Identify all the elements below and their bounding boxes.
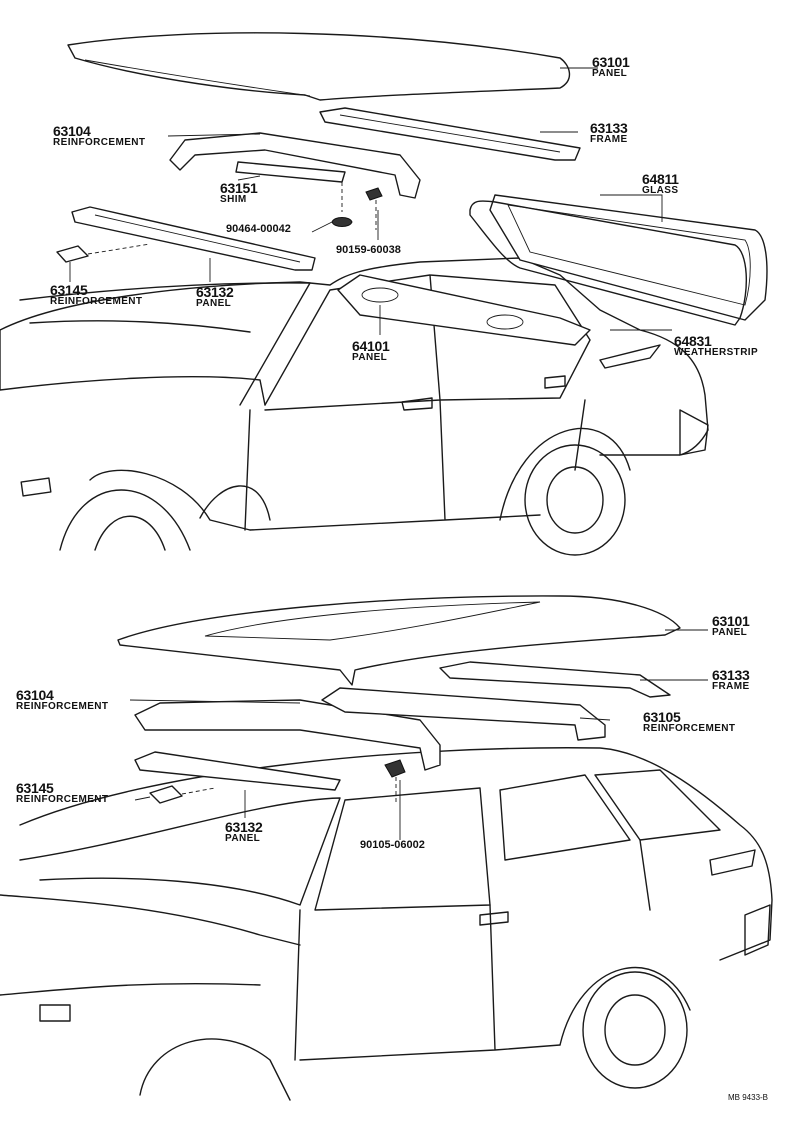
top-weatherstrip <box>469 200 748 326</box>
label-group-63145-top: 63145 REINFORCEMENT <box>50 283 142 307</box>
bottom-roof-panel <box>117 595 681 686</box>
top-reinforcement-63104 <box>169 132 421 199</box>
bottom-frame <box>439 661 671 698</box>
part-number: 63151 <box>220 180 258 196</box>
part-number: 63133 <box>590 120 628 136</box>
bottom-rear-wheel <box>582 971 688 1089</box>
bottom-rear-wheel-arch <box>559 967 691 1046</box>
bottom-front-wheel-arch <box>139 1038 291 1101</box>
part-name: REINFORCEMENT <box>16 794 109 805</box>
bottom-door-handle <box>479 911 509 926</box>
part-number: 63132 <box>225 819 263 835</box>
label-group-63151-top: 63151 SHIM <box>220 180 258 205</box>
part-number: 63101 <box>712 613 750 629</box>
part-name: PANEL <box>712 627 748 638</box>
top-rear-wheel-arch <box>499 427 631 521</box>
part-number: 63145 <box>16 780 54 796</box>
bottom-fastener-90105 <box>384 759 406 778</box>
bottom-side-marker <box>39 1004 71 1022</box>
part-name: REINFORCEMENT <box>16 701 109 712</box>
label-group-63133-bottom: 63133 FRAME <box>712 668 750 692</box>
part-number: 63101 <box>592 54 630 70</box>
label-group-63101-bottom: 63101 PANEL <box>712 613 750 638</box>
label-group-63145-bottom: 63145 REINFORCEMENT <box>16 781 108 805</box>
part-number: 63104 <box>53 123 91 139</box>
part-name: REINFORCEMENT <box>643 723 736 734</box>
part-number: 64101 <box>352 338 390 354</box>
bottom-reinforcement-63104 <box>134 699 441 771</box>
bottom-panel-63132 <box>134 751 341 791</box>
label-group-63104-top: 63104 REINFORCEMENT <box>53 124 145 148</box>
part-name: WEATHERSTRIP <box>674 347 759 358</box>
label-group-63133-top: 63133 FRAME <box>590 121 628 145</box>
bottom-wagon-drawing <box>0 595 773 1101</box>
part-number: 64831 <box>674 333 712 349</box>
part-name: REINFORCEMENT <box>53 137 146 148</box>
part-number: 63145 <box>50 282 88 298</box>
part-name: PANEL <box>196 298 232 309</box>
top-rear-wheel <box>524 444 626 556</box>
top-car-rocker <box>89 469 271 531</box>
top-car-windshield <box>19 282 311 406</box>
bottom-car-roofline <box>19 747 773 961</box>
label-group-63101-top: 63101 PANEL <box>592 54 630 79</box>
top-reinforcement-63145 <box>56 245 89 263</box>
label-90105-06002-bottom: 90105-06002 <box>360 839 425 851</box>
part-name: PANEL <box>592 68 628 79</box>
part-number: 63133 <box>712 667 750 683</box>
part-number: 63105 <box>643 709 681 725</box>
top-car-doors <box>244 399 586 531</box>
top-front-wheel <box>59 489 191 551</box>
part-number: 63132 <box>196 284 234 300</box>
bottom-car-hood <box>0 894 301 996</box>
label-group-63132-top: 63132 PANEL <box>196 284 234 309</box>
label-group-64101-top: 64101 PANEL <box>352 338 390 363</box>
label-group-63132-bottom: 63132 PANEL <box>225 819 263 844</box>
label-90159-60038-top: 90159-60038 <box>336 244 401 256</box>
top-rear-wheel-hub <box>546 466 604 534</box>
top-car-hood <box>0 329 266 406</box>
label-group-63104-bottom: 63104 REINFORCEMENT <box>16 688 108 712</box>
part-name: PANEL <box>352 352 388 363</box>
top-door-handle <box>401 375 566 411</box>
top-roof-panel <box>67 32 571 101</box>
top-sedan-drawing <box>0 32 768 556</box>
part-name: FRAME <box>590 134 628 145</box>
bottom-reinforcement-63145 <box>149 785 183 804</box>
bottom-car-windows <box>314 769 721 911</box>
top-fastener-90464 <box>331 217 353 227</box>
top-side-marker <box>20 477 52 497</box>
top-rear-quarter <box>599 344 709 456</box>
top-rear-glass <box>489 194 768 321</box>
part-name: GLASS <box>642 185 679 196</box>
label-90464-00042-top: 90464-00042 <box>226 223 291 235</box>
part-number: 63104 <box>16 687 54 703</box>
part-name: SHIM <box>220 194 247 205</box>
label-group-63105-bottom: 63105 REINFORCEMENT <box>643 710 735 734</box>
reference-code: MB 9433-B <box>728 1093 769 1102</box>
top-fastener-90159 <box>365 187 383 201</box>
part-name: PANEL <box>225 833 261 844</box>
top-package-tray-panel <box>337 274 591 346</box>
bottom-reinforcement-63105 <box>321 687 606 741</box>
top-panel-63132 <box>71 206 316 271</box>
top-frame <box>319 107 581 161</box>
bottom-car-doors <box>294 839 651 1061</box>
label-group-64811-top: 64811 GLASS <box>642 172 679 196</box>
part-number: 64811 <box>642 171 679 187</box>
part-name: FRAME <box>712 681 750 692</box>
label-group-64831-top: 64831 WEATHERSTRIP <box>674 334 758 358</box>
part-name: REINFORCEMENT <box>50 296 143 307</box>
bottom-tail-light <box>709 849 771 956</box>
bottom-car-windshield <box>19 797 341 906</box>
top-shim <box>235 161 346 183</box>
bottom-rear-wheel-hub <box>604 994 666 1066</box>
